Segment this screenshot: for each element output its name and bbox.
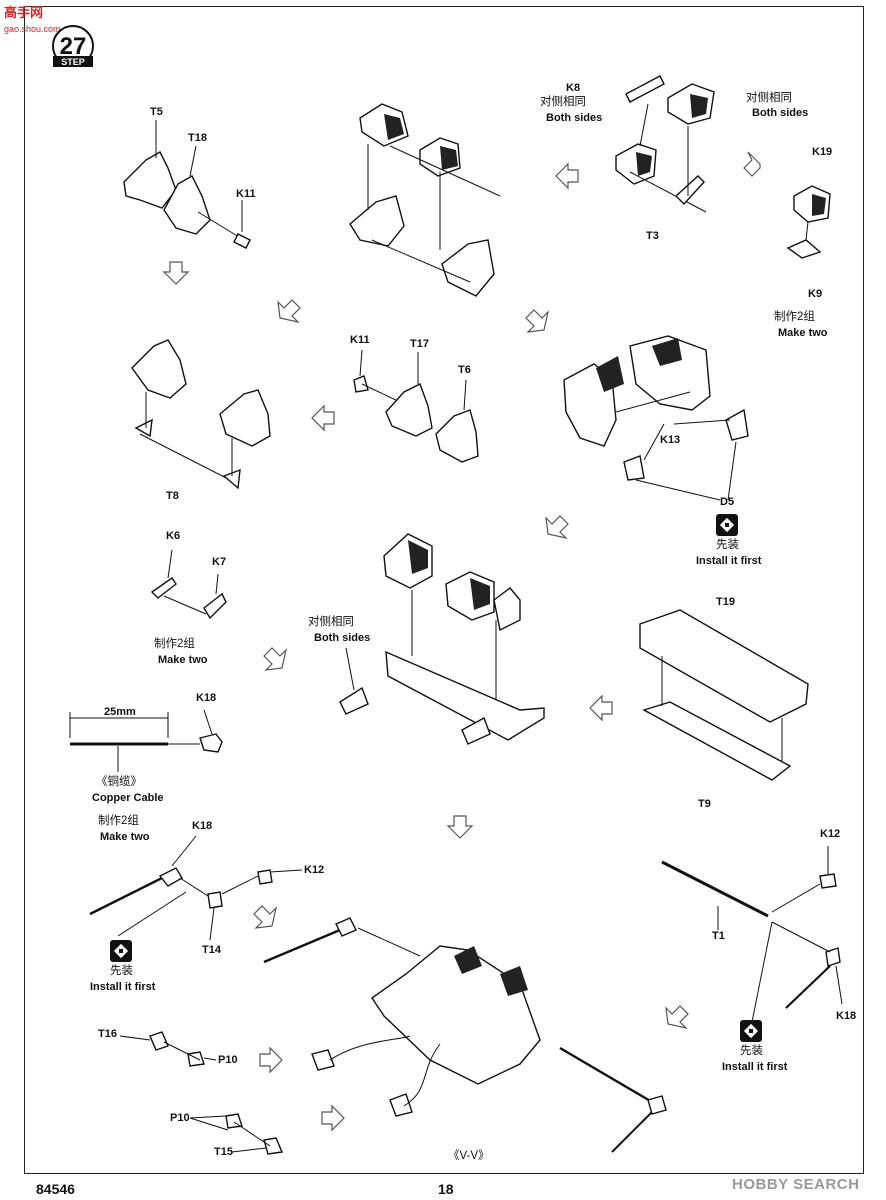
label-k8: K8 bbox=[566, 82, 581, 94]
frame-top-center bbox=[349, 103, 501, 297]
label-both-sides-cn-1: 对侧相同 bbox=[540, 96, 586, 108]
assembly-t17-t6 bbox=[353, 349, 479, 463]
arrow-downleft3-icon bbox=[665, 1005, 689, 1030]
label-make-two-cn-1: 制作2组 bbox=[774, 311, 815, 323]
label-t9: T9 bbox=[698, 798, 711, 810]
arrow-downright-icon bbox=[525, 309, 550, 333]
label-k18-c: K18 bbox=[836, 1010, 857, 1022]
label-copper-en: Copper Cable bbox=[92, 792, 164, 804]
bracket-t5-group bbox=[123, 120, 251, 249]
label-copper-cn: 《铜缆》 bbox=[96, 776, 142, 788]
watermark-hobby-search: HOBBY SEARCH bbox=[732, 1176, 860, 1193]
page-border bbox=[24, 6, 864, 1174]
flow-arrows bbox=[162, 151, 761, 1132]
part-t15-p10 bbox=[189, 1113, 284, 1155]
label-k9: K9 bbox=[808, 288, 823, 300]
label-t19: T19 bbox=[716, 596, 735, 608]
step-badge-icon: 27 STEP bbox=[52, 25, 94, 67]
label-t1: T1 bbox=[712, 930, 725, 942]
label-p10-a: P10 bbox=[218, 1054, 238, 1066]
arrow-left3-icon bbox=[589, 694, 613, 722]
part-t19-t9 bbox=[639, 609, 809, 781]
page-number: 18 bbox=[438, 1181, 454, 1197]
label-make-two-cn-2: 制作2组 bbox=[154, 638, 195, 650]
cable-k18-t14 bbox=[89, 835, 303, 941]
arrow-downleft2-icon bbox=[545, 515, 569, 540]
label-k18-a: K18 bbox=[196, 692, 217, 704]
copper-cable bbox=[69, 709, 223, 772]
label-k6: K6 bbox=[166, 530, 181, 542]
label-k13: K13 bbox=[660, 434, 681, 446]
install-first-icon-2 bbox=[110, 940, 132, 962]
label-install-first-en-3: Install it first bbox=[722, 1061, 788, 1073]
label-both-sides-cn-2: 对侧相同 bbox=[746, 92, 792, 104]
arrow-right2-icon bbox=[259, 1046, 283, 1074]
label-make-two-cn-3: 制作2组 bbox=[98, 815, 139, 827]
label-t5: T5 bbox=[150, 106, 163, 118]
assembly-bottom bbox=[263, 917, 667, 1153]
label-k11: K11 bbox=[236, 188, 256, 200]
watermark-title: 高手网 bbox=[4, 5, 44, 20]
label-k11-b: K11 bbox=[350, 334, 370, 346]
label-25mm: 25mm bbox=[104, 706, 136, 718]
arrow-down2-icon bbox=[446, 815, 474, 839]
label-k12-b: K12 bbox=[820, 828, 841, 840]
step-number: 27 bbox=[60, 33, 87, 60]
label-t8: T8 bbox=[166, 490, 179, 502]
label-install-first-cn-3: 先装 bbox=[740, 1045, 763, 1057]
label-k18-b: K18 bbox=[192, 820, 213, 832]
arrow-downright3-icon bbox=[253, 905, 278, 929]
step-label: STEP bbox=[61, 57, 85, 67]
product-code: 84546 bbox=[36, 1181, 75, 1197]
label-install-first-cn-1: 先装 bbox=[716, 539, 739, 551]
label-t17: T17 bbox=[410, 338, 429, 350]
assembly-t8 bbox=[131, 339, 271, 490]
label-make-two-en-3: Make two bbox=[100, 831, 150, 843]
arrow-left2-icon bbox=[311, 404, 335, 432]
label-p10-b: P10 bbox=[170, 1112, 190, 1124]
label-view-vv: 《V-V》 bbox=[448, 1150, 490, 1162]
arrow-downright2-icon bbox=[263, 647, 288, 671]
label-k19: K19 bbox=[812, 146, 833, 158]
arrow-right3-icon bbox=[321, 1104, 345, 1132]
arrow-downleft-icon bbox=[277, 299, 301, 324]
label-both-sides-en-1: Both sides bbox=[546, 112, 603, 124]
label-install-first-en-1: Install it first bbox=[696, 555, 762, 567]
label-d5: D5 bbox=[720, 496, 735, 508]
label-t15: T15 bbox=[214, 1146, 233, 1158]
label-k7: K7 bbox=[212, 556, 227, 568]
arrow-left-icon bbox=[555, 162, 579, 190]
install-first-icon-3 bbox=[740, 1020, 762, 1042]
install-first-icon bbox=[716, 514, 738, 536]
arrow-down-icon bbox=[162, 261, 190, 285]
label-t18: T18 bbox=[188, 132, 207, 144]
shaft-k8-t3 bbox=[615, 75, 715, 213]
assembly-k13 bbox=[563, 335, 749, 501]
label-k12-a: K12 bbox=[304, 864, 325, 876]
label-t6: T6 bbox=[458, 364, 471, 376]
label-install-first-en-2: Install it first bbox=[90, 981, 156, 993]
label-both-sides-en-3: Both sides bbox=[314, 632, 371, 644]
label-install-first-cn-2: 先装 bbox=[110, 965, 133, 977]
label-make-two-en-1: Make two bbox=[778, 327, 828, 339]
label-both-sides-en-2: Both sides bbox=[752, 107, 809, 119]
label-both-sides-cn-3: 对侧相同 bbox=[308, 616, 354, 628]
part-t16-p10 bbox=[119, 1031, 217, 1067]
rod-t1 bbox=[661, 846, 843, 1023]
part-k19-k9 bbox=[786, 185, 831, 259]
arrow-right-icon bbox=[743, 151, 761, 177]
label-t16: T16 bbox=[98, 1028, 117, 1040]
label-t14: T14 bbox=[202, 944, 221, 956]
step-badge: 27 STEP bbox=[44, 24, 102, 72]
label-t3: T3 bbox=[646, 230, 659, 242]
assembly-center bbox=[339, 533, 545, 745]
part-k6-k7 bbox=[150, 549, 227, 620]
watermark-url: gao.shou.com bbox=[4, 24, 61, 34]
label-make-two-en-2: Make two bbox=[158, 654, 208, 666]
